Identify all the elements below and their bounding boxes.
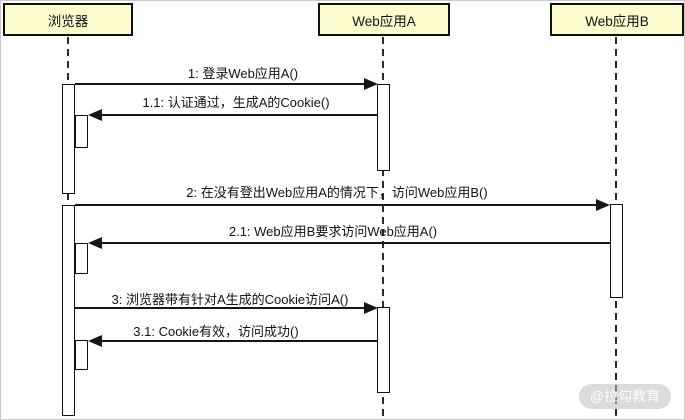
message-label-2: 2: 在没有登出Web应用A的情况下，访问Web应用B() xyxy=(186,185,488,200)
activation-web-app-a-2 xyxy=(377,307,390,393)
activation-web-app-b xyxy=(610,204,623,298)
activation-browser-1 xyxy=(62,84,75,194)
actor-box-browser: 浏览器 xyxy=(3,3,133,36)
actor-box-web-app-b: Web应用B xyxy=(550,3,684,36)
message-label-1-1: 1.1: 认证通过，生成A的Cookie() xyxy=(142,95,330,110)
activation-browser-nested-2 xyxy=(75,243,88,274)
arrowhead-left-icon xyxy=(88,237,102,249)
arrowhead-right-icon xyxy=(596,199,610,211)
arrowhead-right-icon xyxy=(364,302,378,314)
activation-browser-nested-3 xyxy=(75,340,88,370)
message-line-2-1 xyxy=(102,242,611,244)
message-line-2 xyxy=(75,204,597,206)
message-line-1 xyxy=(75,83,365,85)
lifeline-web-app-a xyxy=(382,37,384,419)
arrowhead-right-icon xyxy=(364,78,378,90)
message-label-1: 1: 登录Web应用A() xyxy=(187,66,299,81)
activation-web-app-a-1 xyxy=(377,84,390,171)
activation-browser-2 xyxy=(62,205,75,416)
message-line-3-1 xyxy=(102,340,378,342)
message-label-3-1: 3.1: Cookie有效，访问成功() xyxy=(133,324,299,339)
watermark-badge: @拉勾教育 xyxy=(579,384,671,409)
message-label-2-1: 2.1: Web应用B要求访问Web应用A() xyxy=(228,224,438,239)
message-line-1-1 xyxy=(102,114,378,116)
message-line-3 xyxy=(75,307,365,309)
arrowhead-left-icon xyxy=(88,335,102,347)
message-label-3: 3: 浏览器带有针对A生成的Cookie访问A() xyxy=(111,292,349,307)
actor-box-web-app-a: Web应用A xyxy=(318,3,450,36)
arrowhead-left-icon xyxy=(88,109,102,121)
activation-browser-nested-1 xyxy=(75,115,88,148)
